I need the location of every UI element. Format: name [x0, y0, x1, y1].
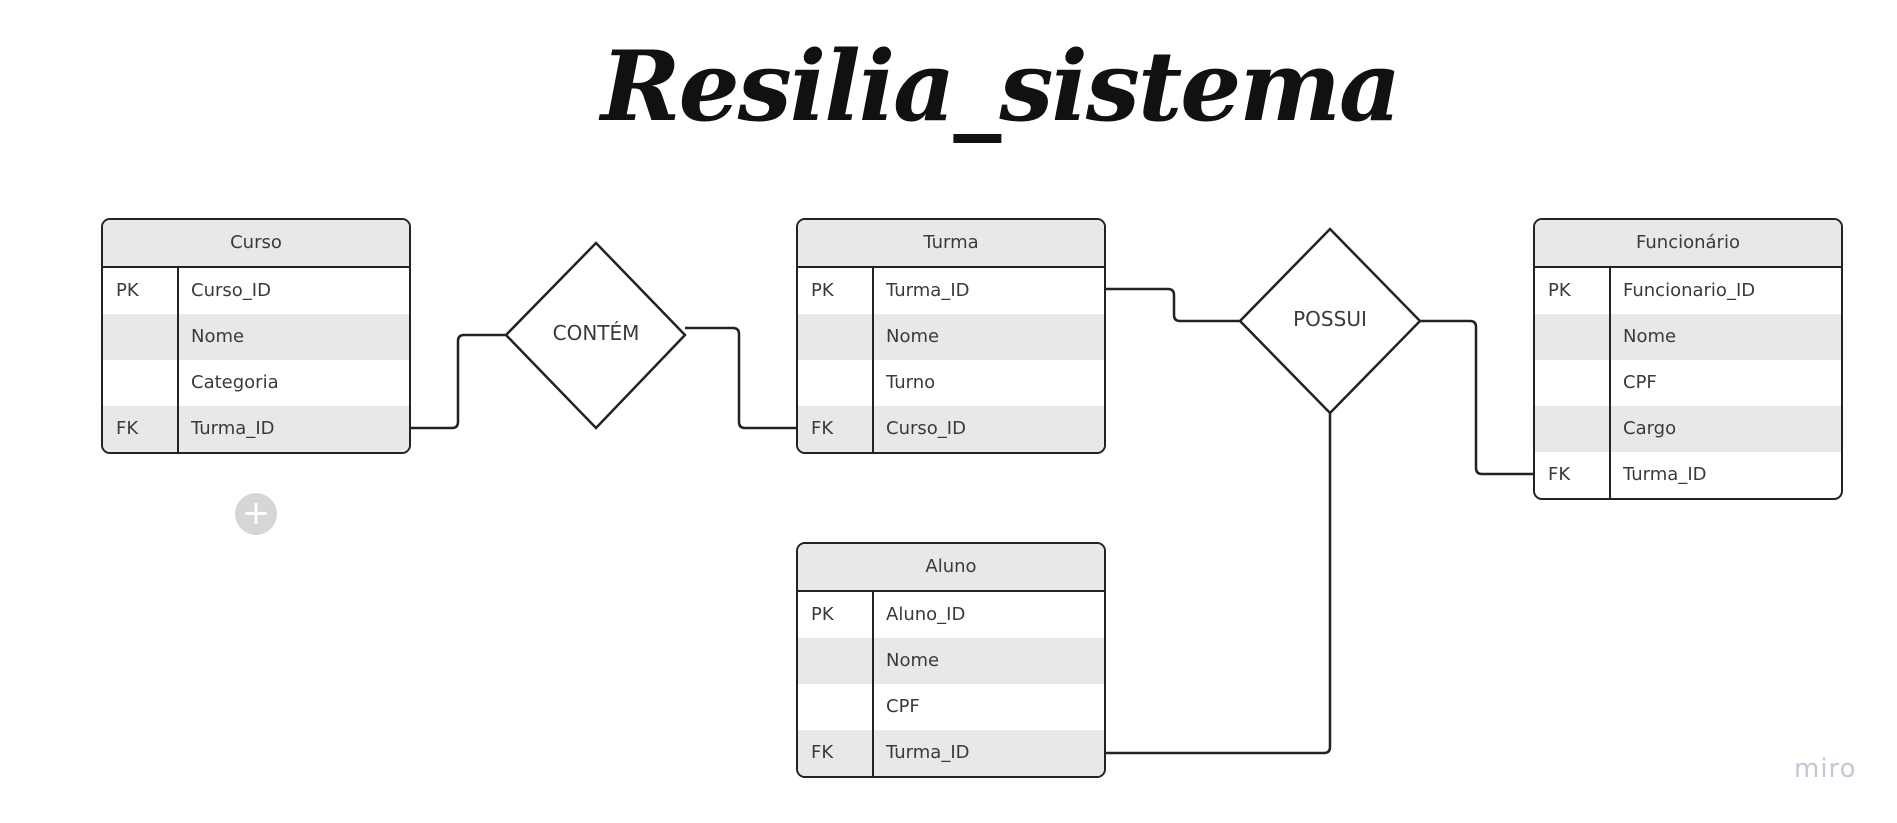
entity-title: Aluno — [798, 544, 1104, 592]
attribute-cell: Nome — [1623, 326, 1677, 347]
table-row: FK Curso_ID — [798, 406, 1104, 452]
table-row: PK Funcionario_ID — [1535, 268, 1841, 314]
key-cell — [1535, 406, 1611, 452]
table-row: Turno — [798, 360, 1104, 406]
connector-curso-contem — [411, 333, 506, 430]
attribute-cell: Categoria — [191, 372, 279, 393]
table-row: CPF — [798, 684, 1104, 730]
key-cell — [1535, 314, 1611, 360]
key-cell: FK — [798, 406, 874, 452]
key-cell: PK — [798, 592, 874, 638]
key-cell: FK — [798, 730, 874, 776]
entity-title: Funcionário — [1535, 220, 1841, 268]
attribute-cell: Nome — [886, 326, 940, 347]
key-cell — [798, 638, 874, 684]
attribute-cell: CPF — [886, 696, 920, 717]
table-row: PK Aluno_ID — [798, 592, 1104, 638]
key-cell: PK — [798, 268, 874, 314]
table-row: Nome — [798, 638, 1104, 684]
attribute-cell: Turma_ID — [886, 280, 970, 301]
table-row: CPF — [1535, 360, 1841, 406]
connector-possui-aluno — [1106, 413, 1332, 755]
attribute-cell: Turma_ID — [886, 742, 970, 763]
table-row: Nome — [798, 314, 1104, 360]
connector-possui-funcionario — [1420, 319, 1534, 476]
key-cell: PK — [103, 268, 179, 314]
diagram-title: Resilia_sistema — [600, 30, 1401, 143]
attribute-cell: Turma_ID — [191, 418, 275, 439]
attribute-cell: Turma_ID — [1623, 464, 1707, 485]
relationship-possui-label: POSSUI — [1293, 307, 1367, 331]
key-cell: FK — [103, 406, 179, 452]
miro-watermark: miro — [1794, 754, 1857, 784]
table-row: FK Turma_ID — [798, 730, 1104, 776]
entity-funcionario[interactable]: Funcionário PK Funcionario_ID Nome CPF C… — [1533, 218, 1843, 500]
table-row: Nome — [103, 314, 409, 360]
entity-curso[interactable]: Curso PK Curso_ID Nome Categoria FK Turm… — [101, 218, 411, 454]
add-row-button[interactable]: + — [235, 493, 277, 535]
key-cell — [798, 684, 874, 730]
entity-turma[interactable]: Turma PK Turma_ID Nome Turno FK Curso_ID — [796, 218, 1106, 454]
key-cell — [103, 314, 179, 360]
entity-aluno[interactable]: Aluno PK Aluno_ID Nome CPF FK Turma_ID — [796, 542, 1106, 778]
key-cell: FK — [1535, 452, 1611, 498]
attribute-cell: Funcionario_ID — [1623, 280, 1756, 301]
attribute-cell: Aluno_ID — [886, 604, 966, 625]
table-row: Nome — [1535, 314, 1841, 360]
connector-contem-turma — [685, 326, 797, 430]
attribute-cell: Turno — [886, 372, 936, 393]
attribute-cell: Cargo — [1623, 418, 1677, 439]
table-row: FK Turma_ID — [1535, 452, 1841, 498]
key-cell — [798, 314, 874, 360]
table-row: Cargo — [1535, 406, 1841, 452]
relationship-contem-diamond[interactable] — [504, 241, 687, 430]
attribute-cell: Curso_ID — [886, 418, 966, 439]
key-cell — [103, 360, 179, 406]
entity-title: Turma — [798, 220, 1104, 268]
attribute-cell: CPF — [1623, 372, 1657, 393]
attribute-cell: Nome — [886, 650, 940, 671]
table-row: PK Curso_ID — [103, 268, 409, 314]
key-cell — [1535, 360, 1611, 406]
key-cell — [798, 360, 874, 406]
table-row: Categoria — [103, 360, 409, 406]
table-row: FK Turma_ID — [103, 406, 409, 452]
connector-turma-possui — [1106, 287, 1240, 323]
table-row: PK Turma_ID — [798, 268, 1104, 314]
key-cell: PK — [1535, 268, 1611, 314]
attribute-cell: Curso_ID — [191, 280, 271, 301]
attribute-cell: Nome — [191, 326, 245, 347]
relationship-contem-label: CONTÉM — [552, 321, 640, 345]
entity-title: Curso — [103, 220, 409, 268]
